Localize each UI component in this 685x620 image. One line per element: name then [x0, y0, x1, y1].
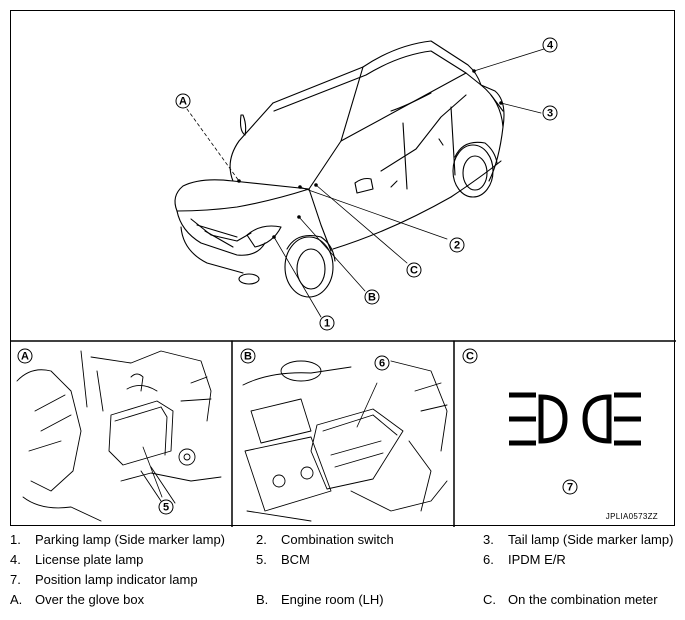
- component-location-figure: A B C 1 2 3 4 A 5 B 6 C 7 JPLIA0573ZZ: [10, 10, 676, 527]
- leader-lines: [186, 48, 545, 318]
- callout-2: 2: [454, 240, 460, 252]
- inset-a-label: A: [21, 351, 29, 363]
- inset-a-drawing: [16, 350, 222, 522]
- inset-b-drawing: [242, 360, 448, 522]
- figure-drawing: A B C 1 2 3 4 A 5 B 6 C 7: [11, 37, 676, 527]
- callout-a: A: [179, 96, 187, 108]
- callout-b: B: [368, 292, 376, 304]
- callout-1: 1: [324, 318, 330, 330]
- callout-c: C: [410, 265, 418, 277]
- inset-b-label: B: [244, 351, 252, 363]
- callout-3: 3: [547, 108, 553, 120]
- vehicle-drawing: [174, 40, 505, 298]
- legend-row: 7.Position lamp indicator lamp: [10, 572, 198, 587]
- position-lamp-indicator-symbol: [509, 392, 641, 446]
- callout-7: 7: [567, 482, 573, 494]
- figure-code: JPLIA0573ZZ: [605, 512, 658, 521]
- legend-row: A.Over the glove box B.Engine room (LH) …: [10, 592, 658, 607]
- legend-row: 4.License plate lamp 5.BCM 6.IPDM E/R: [10, 552, 566, 567]
- inset-c-label: C: [466, 351, 474, 363]
- callout-4: 4: [547, 40, 554, 52]
- legend: 1.Parking lamp (Side marker lamp) 2.Comb…: [10, 530, 680, 610]
- callout-5: 5: [163, 502, 169, 514]
- callout-6: 6: [379, 358, 385, 370]
- legend-row: 1.Parking lamp (Side marker lamp) 2.Comb…: [10, 532, 674, 547]
- leader-dots: [237, 69, 503, 239]
